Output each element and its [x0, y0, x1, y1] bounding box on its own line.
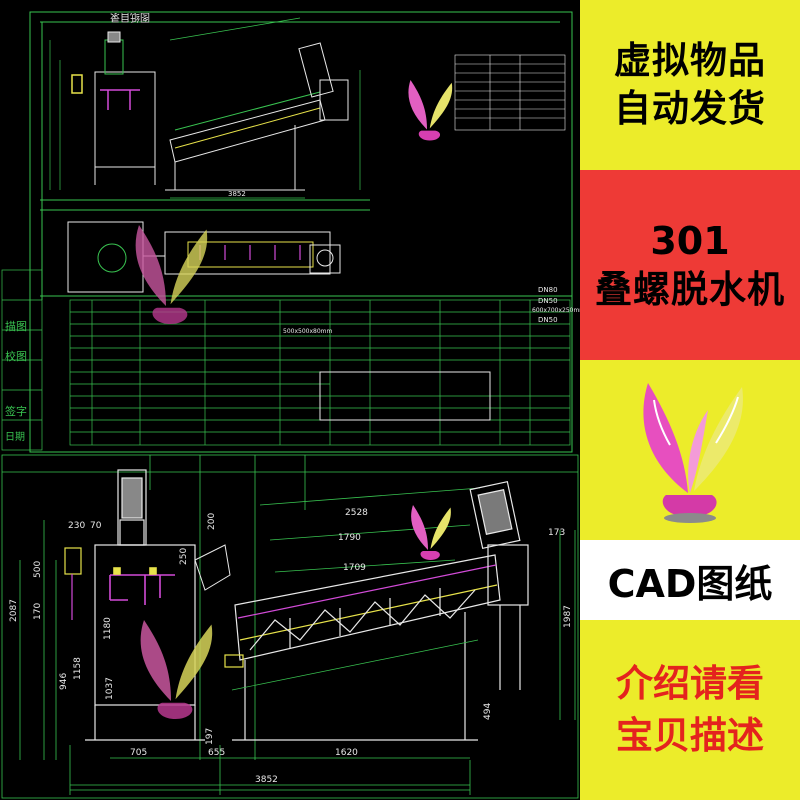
- dim-1709: 1709: [343, 563, 366, 573]
- dim-1620: 1620: [335, 748, 358, 758]
- spec-1: DN50: [538, 297, 558, 305]
- bom-highlight: [319, 371, 491, 421]
- dim-173: 173: [548, 528, 565, 538]
- dim-655: 655: [208, 748, 225, 758]
- spec-0: DN80: [538, 286, 558, 294]
- lower-frame: [1, 454, 579, 799]
- screw-body: [234, 554, 501, 661]
- feather-logo-icon: [408, 80, 453, 141]
- dim-1180: 1180: [103, 617, 113, 640]
- dim-200: 200: [207, 513, 217, 530]
- logo-panel: [580, 360, 800, 540]
- virtual-goods-text: 虚拟物品: [614, 39, 766, 82]
- auto-delivery-text: 自动发货: [614, 87, 766, 130]
- dim-170: 170: [33, 603, 43, 620]
- lower-dim-lines: [19, 455, 576, 795]
- note-panel: 介绍请看 宝贝描述: [580, 620, 800, 800]
- small-dim-0: 500x500x80mm: [283, 328, 332, 335]
- model-number: 301: [650, 219, 730, 263]
- inlet-chute: [194, 544, 231, 591]
- note-line-2: 宝贝描述: [616, 714, 764, 757]
- auto-delivery-panel: 虚拟物品 自动发货: [580, 0, 800, 170]
- dim-2087: 2087: [9, 599, 19, 622]
- dim-500: 500: [33, 561, 43, 578]
- title-label-4: 签字: [5, 404, 27, 418]
- title-label-1: 描图: [5, 319, 27, 333]
- sheet-title-top: 图纸目录: [110, 11, 150, 24]
- dim-70: 70: [90, 521, 102, 531]
- upper-dims: [49, 17, 361, 199]
- note-line-1: 介绍请看: [616, 662, 764, 705]
- dim-2528: 2528: [345, 508, 368, 518]
- upper-elevation-accents: [71, 74, 140, 110]
- title-block-left: [1, 269, 43, 451]
- feather-logo-icon: [643, 383, 743, 523]
- motor-assembly: [469, 480, 529, 690]
- upper-sheet: [29, 11, 573, 453]
- feather-logo-icon: [135, 225, 208, 324]
- upper-elevation: [94, 31, 349, 191]
- cad-label: CAD图纸: [607, 561, 773, 606]
- cad-drawing: 图纸目录: [1, 11, 580, 799]
- upper-parts-list: [454, 54, 566, 131]
- model-panel: 301 叠螺脱水机: [580, 170, 800, 360]
- model-name: 叠螺脱水机: [595, 268, 785, 311]
- dim-250: 250: [179, 548, 189, 565]
- feather-logo-icon: [411, 505, 451, 560]
- dim-upper-3852: 3852: [228, 190, 246, 198]
- title-label-5: 日期: [5, 431, 25, 443]
- dim-3852: 3852: [255, 775, 278, 785]
- dim-1987: 1987: [563, 605, 573, 628]
- spec-3: 600x700x250mm: [532, 307, 580, 314]
- screw-legs: [224, 612, 479, 741]
- dim-1790: 1790: [338, 533, 361, 543]
- dim-705: 705: [130, 748, 147, 758]
- dim-1037: 1037: [105, 677, 115, 700]
- lower-tank-piping: [109, 567, 175, 605]
- dim-946: 946: [59, 673, 69, 690]
- dim-494: 494: [483, 703, 493, 720]
- cad-label-panel: CAD图纸: [580, 540, 800, 620]
- plan-view: [67, 221, 341, 293]
- spec-2: DN50: [538, 316, 558, 324]
- feather-logo-icon: [140, 620, 213, 719]
- dim-230: 230: [68, 521, 85, 531]
- dim-197: 197: [205, 728, 215, 745]
- dim-1158: 1158: [73, 657, 83, 680]
- lower-tank: [64, 469, 205, 741]
- title-label-2: 校图: [5, 349, 27, 363]
